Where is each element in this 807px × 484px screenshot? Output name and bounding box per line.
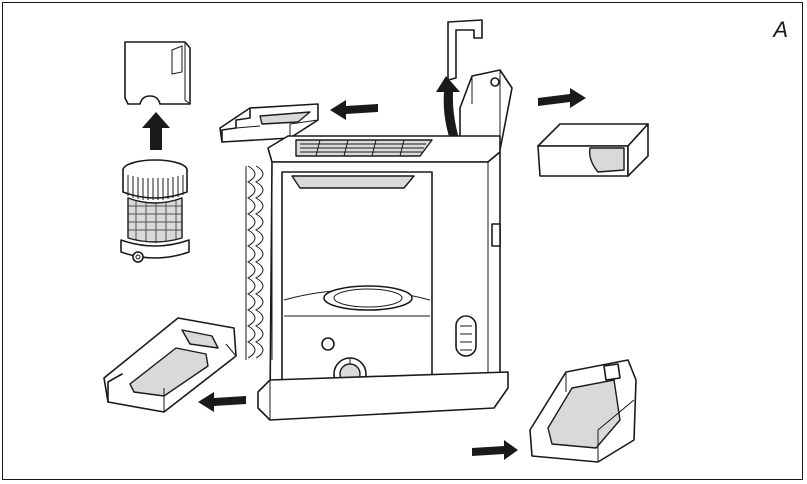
bottom-packing-right <box>529 359 637 463</box>
burner-cylinder <box>120 159 190 263</box>
right-arrow-bottom-icon <box>472 440 518 460</box>
panel-label: A <box>773 17 788 42</box>
up-arrow-icon <box>142 112 170 150</box>
radiator-coil <box>245 165 273 360</box>
bottom-packing-left <box>103 317 237 413</box>
burner-mesh <box>128 200 182 243</box>
burner-ridges <box>127 175 184 200</box>
rear-bracket-cover <box>124 41 191 105</box>
left-arrow-bottom-icon <box>198 392 246 412</box>
side-vent <box>455 315 477 357</box>
curved-up-arrow-icon <box>436 76 460 146</box>
left-arrow-icon <box>330 100 378 120</box>
top-grill <box>300 139 426 157</box>
l-handle-tool <box>447 19 483 81</box>
top-packing-left <box>219 103 319 143</box>
box-packing-right <box>537 123 649 177</box>
heater-cabinet <box>245 135 509 421</box>
right-arrow-icon <box>538 88 586 108</box>
